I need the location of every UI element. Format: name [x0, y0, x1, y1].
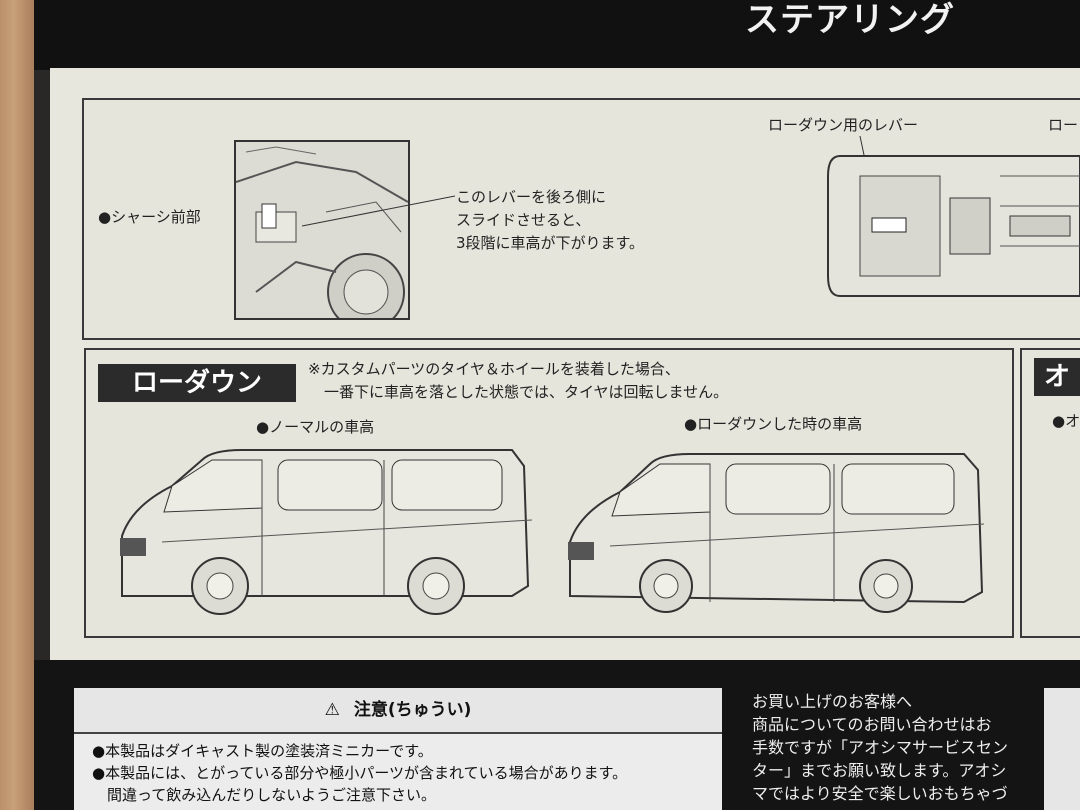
- caution-item: 間違って飲み込んだりしないようご注意下さい。: [92, 786, 436, 804]
- wood-surface: [0, 0, 34, 810]
- right-cut-frame: [1020, 348, 1080, 638]
- box-top-band: [34, 0, 1080, 70]
- right-cut-title: オ: [1034, 358, 1080, 396]
- right-cut-label: ●オ: [1052, 412, 1080, 430]
- normal-height-label: ●ノーマルの車高: [256, 418, 375, 436]
- chassis-underside-diagram: [827, 136, 1080, 297]
- customer-line: ター」までお願い致します。アオシ: [752, 761, 1007, 780]
- caution-title: ⚠ 注意(ちゅうい): [74, 688, 722, 734]
- leader-line: [301, 195, 456, 227]
- customer-line: 商品についてのお問い合わせはお: [752, 715, 992, 734]
- warning-triangle-icon: ⚠: [324, 700, 340, 720]
- lowdown-lever-label-cut: ロー: [1048, 116, 1079, 134]
- lowered-height-label: ●ローダウンした時の車高: [684, 415, 863, 433]
- customer-line: マではより安全で楽しいおもちゃづ: [752, 784, 1008, 803]
- caution-item: ●本製品には、とがっている部分や極小パーツが含まれている場合があります。: [92, 764, 628, 782]
- caution-item: ●本製品はダイキャスト製の塗装済ミニカーです。: [92, 742, 433, 760]
- customer-line: お買い上げのお客様へ: [752, 692, 913, 711]
- caution-title-text: 注意(ちゅうい): [353, 700, 472, 720]
- chassis-front-label: ●シャーシ前部: [98, 208, 201, 226]
- customer-notice: お買い上げのお客様へ 商品についてのお問い合わせはお 手数ですが「アオシマサービ…: [752, 690, 1008, 805]
- lowdown-note-line-1: ※カスタムパーツのタイヤ＆ホイールを装着した場合、: [308, 360, 680, 378]
- caution-box: ⚠ 注意(ちゅうい): [74, 688, 722, 810]
- lever-note-line-2: スライドさせると、: [456, 211, 591, 229]
- customer-line: 手数ですが「アオシマサービスセン: [752, 738, 1009, 757]
- van-normal-illustration: [120, 449, 533, 615]
- lever-note-line-3: 3段階に車高が下がります。: [456, 234, 645, 252]
- lowdown-note-line-2: 一番下に車高を落とした状態では、タイヤは回転しません。: [324, 383, 729, 401]
- right-edge-panel: [1044, 688, 1080, 810]
- caution-list: ●本製品はダイキャスト製の塗装済ミニカーです。 ●本製品には、とがっている部分や…: [92, 740, 627, 806]
- van-lowered-illustration: [568, 453, 985, 613]
- chassis-illustration: [234, 140, 410, 320]
- lowdown-lever-label: ローダウン用のレバー: [768, 116, 919, 134]
- lowdown-title: ローダウン: [98, 364, 296, 402]
- steering-heading: ステアリング: [745, 0, 955, 40]
- lever-note-line-1: このレバーを後ろ側に: [456, 188, 607, 206]
